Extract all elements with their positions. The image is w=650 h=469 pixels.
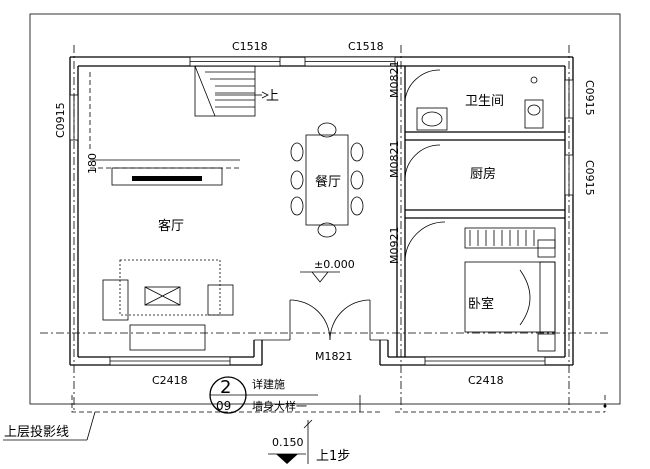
outside-level-label: 0.150 xyxy=(272,436,304,449)
door-label-kitchen: M0821 xyxy=(388,141,401,179)
door-label-bedroom: M0921 xyxy=(388,227,401,265)
bedroom-furniture xyxy=(464,227,556,352)
stair-up-label: 上 xyxy=(266,89,279,104)
upper-projection-outline xyxy=(71,395,607,413)
interior-walls xyxy=(396,66,565,357)
kitchen-door-swing xyxy=(404,144,441,181)
staircase xyxy=(77,65,269,150)
detail-number: 2 xyxy=(220,377,231,398)
bath-door-swing xyxy=(404,69,441,101)
window-left xyxy=(69,94,79,141)
window-label-left: C0915 xyxy=(54,102,67,138)
detail-sheet: 09 xyxy=(216,399,231,413)
dining-table xyxy=(290,122,364,238)
sofa-set xyxy=(102,259,234,351)
tv-cabinet xyxy=(90,159,240,186)
window-top-right xyxy=(304,56,396,67)
bathroom-fixtures xyxy=(416,76,544,131)
room-label-bathroom: 卫生间 xyxy=(465,94,504,109)
projection-leader xyxy=(86,411,96,441)
grid-lines xyxy=(40,45,610,410)
door-label-bath: M0821 xyxy=(388,61,401,99)
window-bottom-left xyxy=(109,356,231,366)
window-label-top-left: C1518 xyxy=(232,40,268,53)
detail-ref-line1: 详建施 xyxy=(252,377,285,391)
tv-height-label: 180 xyxy=(86,153,99,174)
window-label-right-upper: C0915 xyxy=(583,80,596,116)
drawing-border xyxy=(29,13,621,405)
window-label-bottom-left: C2418 xyxy=(152,374,188,387)
window-label-top-right: C1518 xyxy=(348,40,384,53)
window-bottom-right xyxy=(424,356,546,366)
entrance-doors xyxy=(254,299,388,341)
step-label: 上1步 xyxy=(316,449,350,464)
floor-level-marker xyxy=(300,271,340,283)
upper-projection-label: 上层投影线 xyxy=(4,424,69,440)
room-label-kitchen: 厨房 xyxy=(470,166,496,182)
window-label-bottom-right: C2418 xyxy=(468,374,504,387)
window-label-right-lower: C0915 xyxy=(583,160,596,196)
room-label-living: 客厅 xyxy=(158,218,184,234)
bedroom-door-swing xyxy=(404,221,446,261)
outside-level-marker xyxy=(268,419,313,464)
door-label-entrance: M1821 xyxy=(315,350,353,363)
window-top-left xyxy=(189,56,281,67)
room-label-dining: 餐厅 xyxy=(315,174,341,190)
detail-reference xyxy=(209,376,318,414)
floor-level-label: ±0.000 xyxy=(314,258,355,271)
detail-ref-line2: 墙身大样一 xyxy=(252,399,307,413)
room-label-bedroom: 卧室 xyxy=(468,296,494,312)
